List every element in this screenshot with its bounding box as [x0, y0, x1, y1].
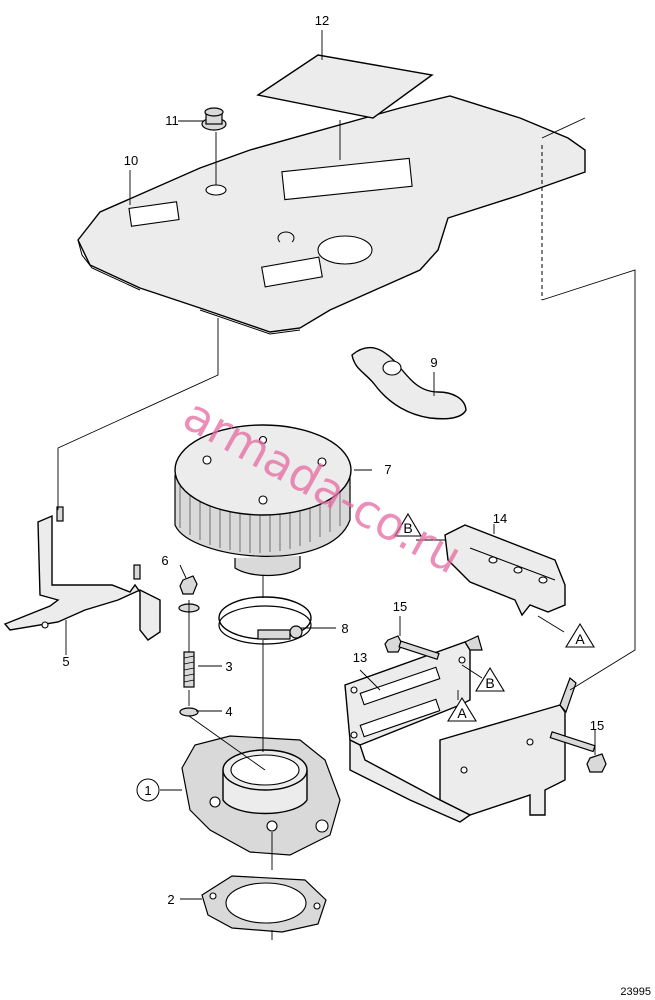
- callout-7: 7: [384, 462, 391, 477]
- hose-clamp: [218, 596, 312, 645]
- bolt-upper: [384, 635, 440, 660]
- callout-11: 11: [165, 113, 179, 128]
- triangle-markers: B A B A: [394, 512, 595, 722]
- assembly-lines: [57, 117, 636, 940]
- triangle-marker-b-lower: [475, 666, 505, 692]
- callout-10: 10: [124, 153, 138, 168]
- callout-12: 12: [315, 13, 329, 28]
- mounting-bracket: [3, 506, 161, 641]
- marker-b-lower: B: [485, 675, 494, 691]
- hose: [351, 346, 467, 420]
- callout-1-circle: [136, 778, 160, 802]
- callout-leaders: [65, 30, 596, 900]
- label-plate: [256, 54, 434, 119]
- triangle-marker-a-lower: [447, 696, 477, 722]
- callout-15-lower: 15: [590, 718, 604, 733]
- air-filter: [174, 424, 352, 577]
- throttle-body: [181, 735, 341, 856]
- mounting-bracket-14: [444, 524, 566, 617]
- bolt-lower: [549, 731, 607, 773]
- callout-15-upper: 15: [393, 599, 407, 614]
- marker-b-upper: B: [403, 520, 412, 536]
- callout-2: 2: [167, 892, 174, 907]
- callout-3: 3: [225, 659, 232, 674]
- filler-cap: [201, 107, 227, 131]
- callout-1: 1: [144, 783, 151, 798]
- callout-numbers: 12 11 10 9 7 14 6 8 15 3 5 13 4 15 2 1: [62, 13, 604, 907]
- marker-a-lower: A: [457, 705, 467, 721]
- callout-5: 5: [62, 654, 69, 669]
- mounting-bracket-13: [344, 635, 577, 823]
- gasket: [201, 875, 327, 933]
- callout-9: 9: [430, 355, 437, 370]
- triangle-marker-a-upper: [565, 622, 595, 648]
- engine-cover: [77, 95, 586, 335]
- drawing-number: 23995: [620, 986, 651, 998]
- triangle-marker-b-upper: [394, 512, 422, 537]
- callout-6: 6: [161, 553, 168, 568]
- marker-a-upper: A: [575, 631, 585, 647]
- callout-14: 14: [493, 511, 507, 526]
- callout-4: 4: [225, 704, 232, 719]
- callout-8: 8: [341, 621, 348, 636]
- callout-13: 13: [353, 650, 367, 665]
